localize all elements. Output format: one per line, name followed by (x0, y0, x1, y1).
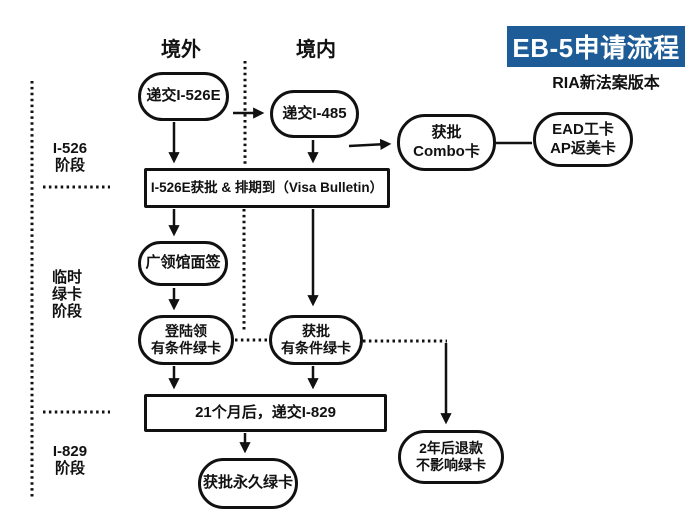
node-label: 2年后退款 (419, 439, 483, 456)
node-permanent-gc: 获批永久绿卡 (198, 458, 298, 509)
stage-label-line: 阶段 (54, 157, 85, 175)
node-refund-after-2years: 2年后退款 不影响绿卡 (398, 430, 504, 484)
node-ead-ap-card: EAD工卡 AP返美卡 (533, 112, 633, 167)
node-label: 登陆领 (165, 322, 207, 339)
node-submit-i526e: 递交I-526E (138, 72, 229, 121)
node-label: 获批永久绿卡 (202, 474, 293, 492)
node-label: 广领馆面签 (145, 254, 221, 272)
node-label: 有条件绿卡 (151, 340, 221, 356)
stage-label-line: 绿卡 (51, 286, 82, 304)
node-label: EAD工卡 (552, 120, 614, 138)
stage-label-i526: I-526 阶段 (35, 140, 105, 174)
node-label: I-526E获批 & 排期到（Visa Bulletin） (150, 179, 384, 195)
node-label: 21个月后，递交I-829 (195, 403, 336, 421)
column-header-domestic: 境内 (296, 39, 336, 61)
title-badge: EB-5申请流程 (507, 26, 685, 67)
node-label: AP返美卡 (550, 139, 616, 157)
node-submit-i829: 21个月后，递交I-829 (144, 394, 387, 432)
node-submit-i485: 递交I-485 (270, 90, 359, 138)
arrow-i485-to-combo (348, 138, 392, 151)
node-label: 递交I-485 (282, 104, 347, 122)
stage-label-i829: I-829 阶段 (35, 443, 105, 477)
node-combo-card: 获批 Combo卡 (397, 114, 496, 171)
node-landing-conditional-gc: 登陆领 有条件绿卡 (138, 315, 234, 365)
node-label: 获批 (302, 322, 330, 339)
node-label: Combo卡 (413, 142, 480, 160)
node-label: 递交I-526E (146, 87, 221, 105)
node-label: 获批 (431, 123, 462, 141)
title-subtitle: RIA新法案版本 (552, 75, 660, 92)
stage-label-line: I-526 (52, 140, 88, 157)
stage-label-temp-green-card: 临时 绿卡 阶段 (32, 269, 102, 320)
node-approved-conditional-gc: 获批 有条件绿卡 (269, 315, 363, 365)
stage-label-line: 阶段 (54, 460, 85, 478)
stage-label-line: I-829 (52, 443, 88, 460)
node-consulate-interview: 广领馆面签 (138, 241, 228, 286)
stage-label-line: 阶段 (51, 303, 82, 321)
node-label: 不影响绿卡 (416, 457, 486, 473)
column-header-abroad: 境外 (161, 39, 201, 61)
node-visa-bulletin: I-526E获批 & 排期到（Visa Bulletin） (144, 168, 390, 208)
node-label: 有条件绿卡 (281, 340, 351, 356)
stage-label-line: 临时 (51, 269, 82, 286)
